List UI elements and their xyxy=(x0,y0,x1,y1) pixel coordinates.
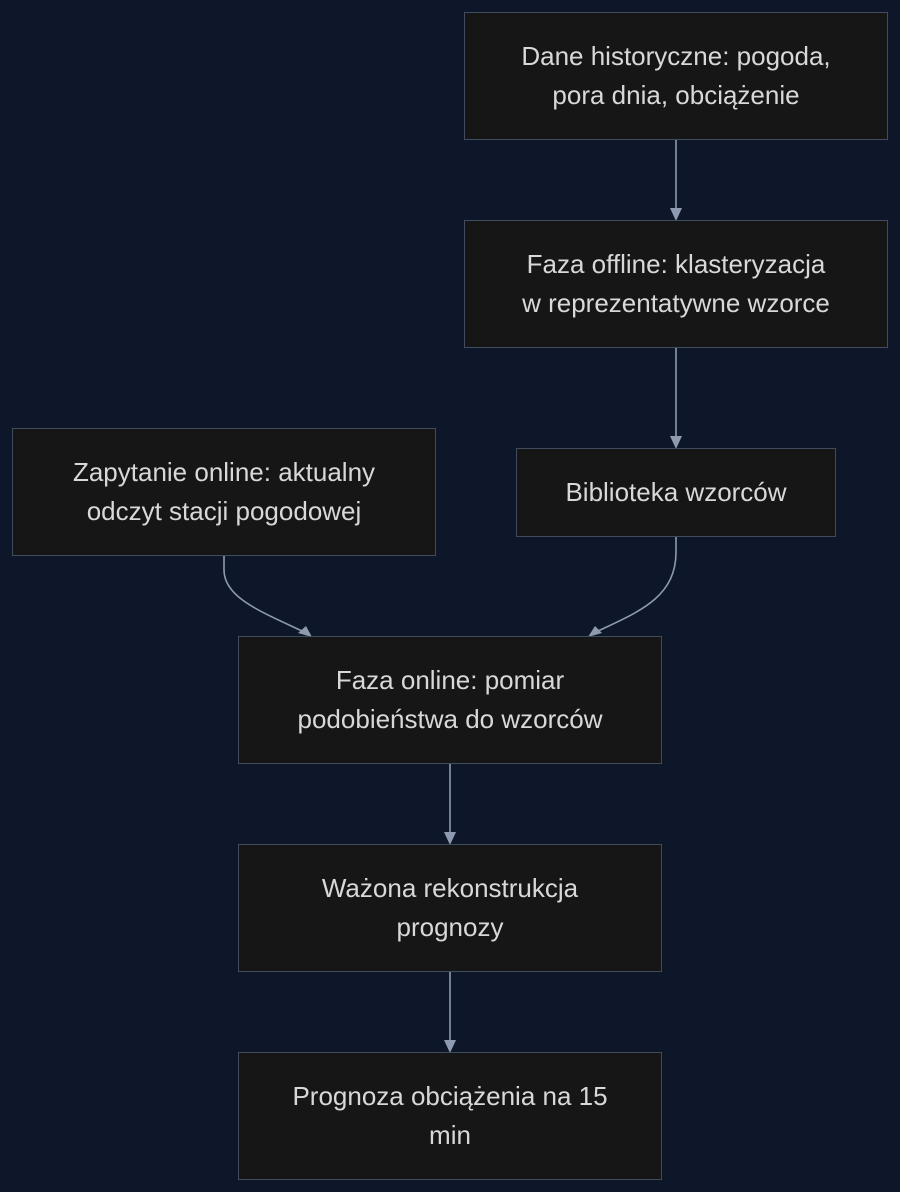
node-online-query: Zapytanie online: aktualny odczyt stacji… xyxy=(12,428,436,556)
node-label: Prognoza obciążenia na 15 min xyxy=(292,1081,608,1150)
node-label: Faza offline: klasteryzacja w reprezenta… xyxy=(522,249,830,318)
edge-historical-to-offline xyxy=(670,140,682,221)
arrowhead xyxy=(298,626,312,637)
edge-library-to-online xyxy=(588,537,677,637)
edge-offline-to-library xyxy=(670,348,682,449)
node-label: Biblioteka wzorców xyxy=(565,477,787,507)
node-historical-data: Dane historyczne: pogoda, pora dnia, obc… xyxy=(464,12,888,140)
node-label: Zapytanie online: aktualny odczyt stacji… xyxy=(72,457,376,526)
arrowhead xyxy=(444,1040,456,1053)
arrowhead xyxy=(670,208,682,221)
node-weighted-reconstruction: Ważona rekonstrukcja prognozy xyxy=(238,844,662,972)
node-offline-phase: Faza offline: klasteryzacja w reprezenta… xyxy=(464,220,888,348)
node-load-forecast: Prognoza obciążenia na 15 min xyxy=(238,1052,662,1180)
edge-query-to-online xyxy=(223,556,312,637)
edge-reconstruction-to-forecast xyxy=(444,972,456,1053)
arrowhead xyxy=(444,832,456,845)
node-label: Ważona rekonstrukcja prognozy xyxy=(321,873,579,942)
node-online-phase: Faza online: pomiar podobieństwa do wzor… xyxy=(238,636,662,764)
node-pattern-library: Biblioteka wzorców xyxy=(516,448,836,537)
edge-online-to-reconstruction xyxy=(444,764,456,845)
node-label: Faza online: pomiar podobieństwa do wzor… xyxy=(297,665,603,734)
node-label: Dane historyczne: pogoda, pora dnia, obc… xyxy=(521,41,831,110)
arrowhead xyxy=(588,626,602,637)
arrowhead xyxy=(670,436,682,449)
